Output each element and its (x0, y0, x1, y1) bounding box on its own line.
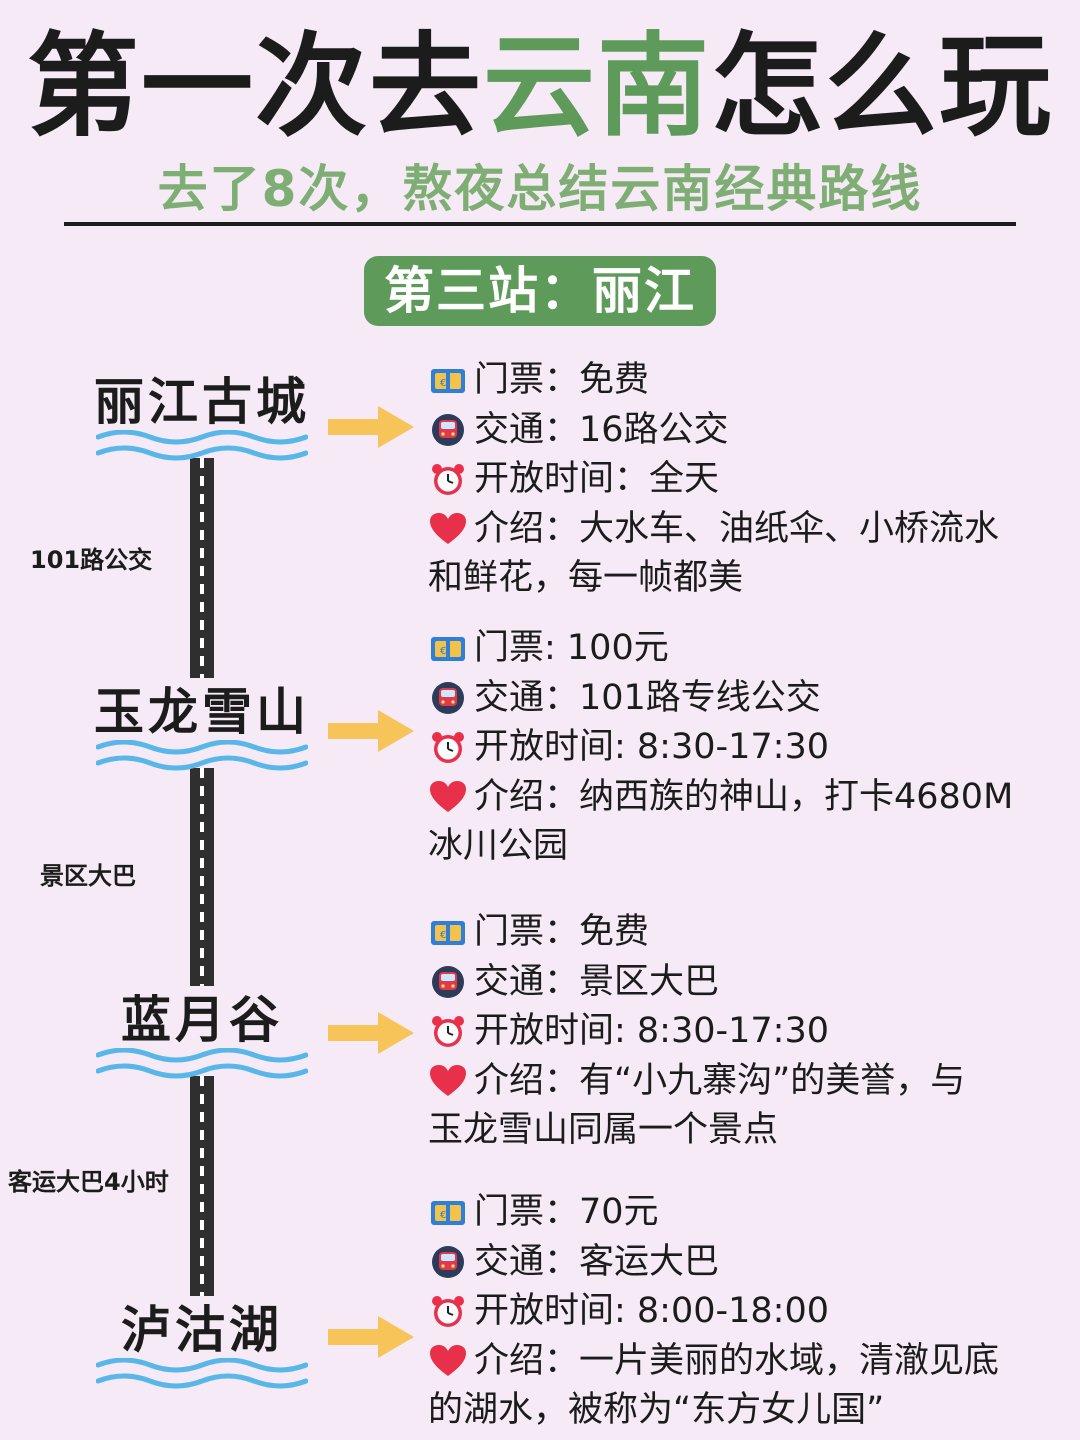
spot-name: 泸沽湖 (121, 1301, 283, 1359)
ticket-icon (428, 363, 468, 399)
road-segment-1 (190, 458, 214, 678)
alarm-clock-icon (428, 1294, 468, 1330)
ticket-icon (428, 1195, 468, 1231)
intro-text-continued: 的湖水，被称为“东方女儿国” (428, 1390, 885, 1430)
alarm-clock-icon (428, 730, 468, 766)
segment-label-2: 景区大巴 (40, 862, 136, 890)
title-part-1: 第一次去 (27, 22, 483, 152)
spot-info: 门票: 100元 交通：101路专线公交 开放时间: 8:30-17:30 介绍… (428, 624, 1028, 872)
ticket-text: 门票：70元 (474, 1192, 659, 1232)
ticket-icon (428, 631, 468, 667)
transport-text: 交通：客运大巴 (474, 1241, 720, 1282)
intro-text-continued: 冰川公园 (428, 826, 569, 866)
title-highlight: 云南 (483, 22, 711, 152)
spot-name: 玉龙雪山 (94, 683, 310, 741)
station-badge: 第三站：丽江 (364, 256, 716, 326)
ticket-icon (428, 915, 468, 951)
spot-info: 门票：免费 交通：16路公交 开放时间：全天 介绍：大水车、油纸伞、小桥流水 和… (428, 356, 1028, 604)
wave-icon (96, 1048, 308, 1082)
heart-icon (428, 1063, 468, 1099)
intro-text-continued: 和鲜花，每一帧都美 (428, 558, 744, 598)
alarm-clock-icon (428, 1014, 468, 1050)
train-icon (428, 1244, 468, 1280)
arrow-right-icon (326, 1314, 416, 1360)
intro-text: 介绍：大水车、油纸伞、小桥流水 (474, 508, 1000, 549)
hours-text: 开放时间: 8:30-17:30 (474, 1011, 830, 1051)
wave-icon (96, 1358, 308, 1392)
title-part-3: 怎么玩 (711, 22, 1053, 152)
spot-name: 蓝月谷 (121, 991, 283, 1049)
ticket-text: 门票: 100元 (474, 628, 669, 668)
heart-icon (428, 779, 468, 815)
wave-icon (96, 740, 308, 774)
intro-text: 介绍：有“小九寨沟”的美誉，与 (474, 1060, 966, 1101)
ticket-text: 门票：免费 (474, 360, 650, 400)
arrow-right-icon (326, 404, 416, 450)
intro-text: 介绍：纳西族的神山，打卡4680M (474, 776, 1014, 817)
arrow-right-icon (326, 708, 416, 754)
alarm-clock-icon (428, 462, 468, 498)
segment-label-3: 客运大巴4小时 (8, 1168, 169, 1196)
spot-info: 门票：70元 交通：客运大巴 开放时间: 8:00-18:00 介绍：一片美丽的… (428, 1188, 1028, 1436)
hours-text: 开放时间：全天 (474, 459, 720, 499)
heart-icon (428, 1343, 468, 1379)
transport-text: 交通：101路专线公交 (474, 677, 821, 718)
spot-name: 丽江古城 (94, 373, 310, 431)
transport-text: 交通：景区大巴 (474, 961, 720, 1002)
road-segment-2 (190, 768, 214, 986)
train-icon (428, 412, 468, 448)
segment-label-1: 101路公交 (30, 546, 153, 574)
hours-text: 开放时间: 8:30-17:30 (474, 727, 830, 767)
train-icon (428, 964, 468, 1000)
page-title: 第一次去云南怎么玩 (0, 22, 1080, 152)
hours-text: 开放时间: 8:00-18:00 (474, 1291, 830, 1331)
ticket-text: 门票：免费 (474, 912, 650, 952)
page-subtitle: 去了8次，熬夜总结云南经典路线 (157, 160, 923, 218)
intro-text: 介绍：一片美丽的水域，清澈见底 (474, 1340, 1000, 1381)
arrow-right-icon (326, 1010, 416, 1056)
train-icon (428, 680, 468, 716)
intro-text-continued: 玉龙雪山同属一个景点 (428, 1110, 779, 1150)
wave-icon (96, 430, 308, 464)
transport-text: 交通：16路公交 (474, 409, 729, 450)
spot-info: 门票：免费 交通：景区大巴 开放时间: 8:30-17:30 介绍：有“小九寨沟… (428, 908, 1028, 1156)
heart-icon (428, 511, 468, 547)
title-divider (64, 222, 1016, 226)
road-segment-3 (190, 1076, 214, 1296)
